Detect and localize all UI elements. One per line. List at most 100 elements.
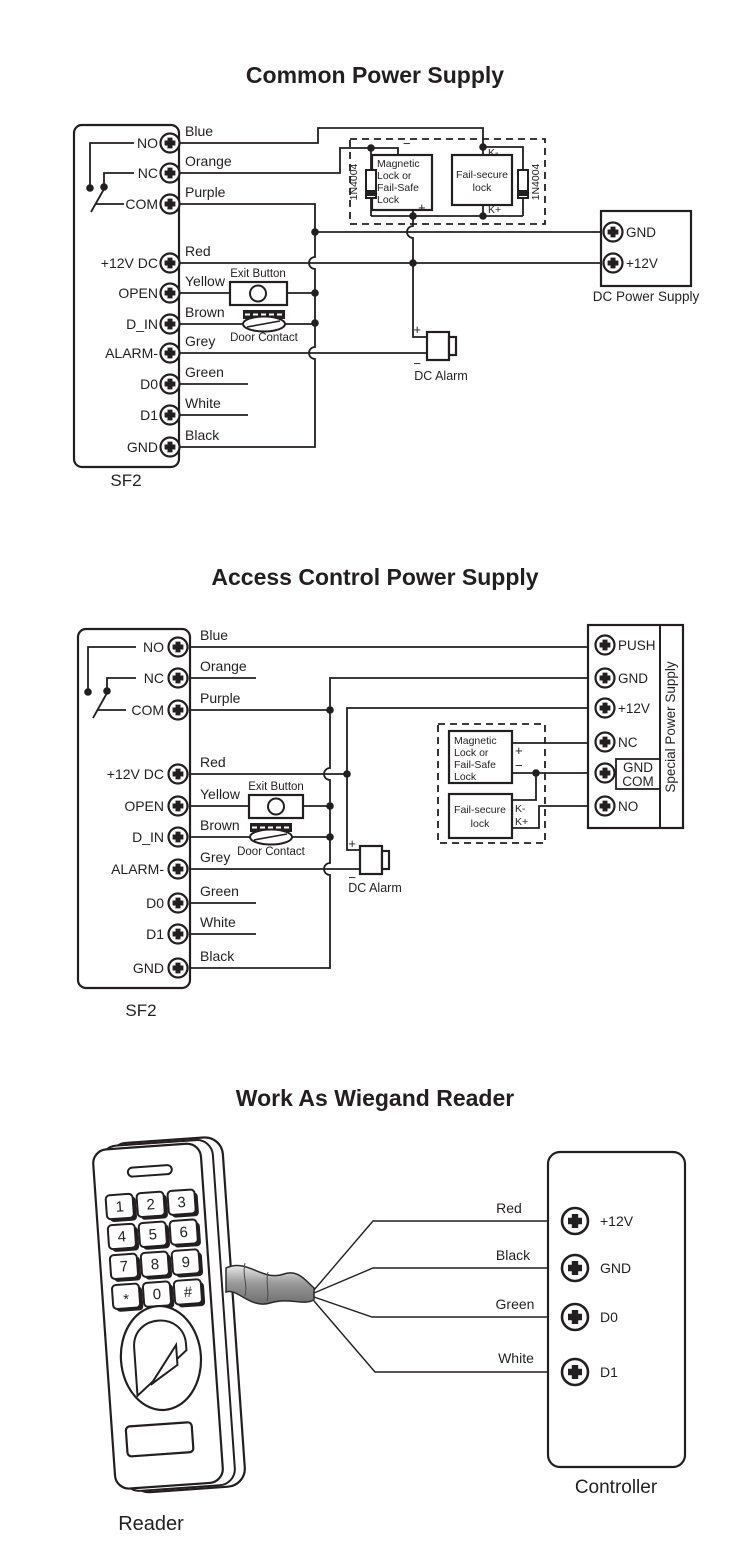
wire-label: Black	[496, 1247, 531, 1263]
key-9: 9	[170, 1248, 204, 1278]
key-2: 2	[135, 1190, 168, 1220]
dc-alarm-symbol: + − DC Alarm	[413, 322, 467, 383]
terminal-screw-icon	[562, 1304, 588, 1330]
wire-white	[313, 1300, 562, 1373]
dc-alarm-label: DC Alarm	[414, 369, 467, 383]
section1-title: Common Power Supply	[246, 62, 504, 88]
terminal-label: D0	[146, 895, 164, 911]
reader-device: 1 2 3 4 5 6 7 8 9 * 0 #	[92, 1136, 246, 1494]
wire-label: White	[498, 1350, 534, 1366]
reader-label: Reader	[118, 1513, 184, 1535]
wire-color-labels: Blue Orange Purple Red Yellow Brown Grey…	[200, 627, 247, 964]
special-power-supply: PUSH GND +12V NC GND COM NO Special Powe…	[586, 623, 685, 830]
fail-secure-text: Fail-secure	[454, 804, 506, 816]
wire-label: Black	[185, 427, 220, 443]
terminal-screw-icon	[562, 1208, 588, 1234]
terminal-screw-icon	[169, 765, 188, 784]
lock-enclosure: Magnetic Lock or Fail-Safe Lock Fail-sec…	[348, 136, 546, 225]
exit-button-label: Exit Button	[248, 781, 304, 793]
purple-to-gnd	[329, 677, 595, 710]
wire-orange	[180, 147, 371, 174]
terminal-screw-icon	[169, 797, 188, 816]
terminal-screw-icon	[604, 254, 623, 273]
terminal-label: NC	[138, 165, 158, 181]
terminal-screw-icon	[161, 375, 180, 394]
relay-symbol	[84, 646, 136, 719]
terminal-screw-icon	[161, 284, 180, 303]
wire-color-labels: Blue Orange Purple Red Yellow Brown Grey…	[185, 123, 232, 443]
k-minus-label: K-	[488, 147, 499, 159]
plus-rail	[406, 216, 427, 338]
key-6: 6	[168, 1218, 201, 1248]
door-contact-symbol: Door Contact	[237, 823, 306, 858]
k-plus-label: K+	[488, 204, 501, 216]
terminal-screw-icon	[169, 860, 188, 879]
gnd-com-label: GND	[623, 760, 653, 775]
wire-label: Blue	[185, 123, 213, 139]
key-label: 0	[152, 1286, 162, 1304]
key-label: 4	[117, 1228, 127, 1246]
wire-red	[313, 1220, 562, 1291]
magnetic-lock-text: Fail-Safe	[377, 182, 419, 194]
key-hash: #	[172, 1278, 206, 1308]
section-access-control-power-supply: Access Control Power Supply SF2 NO NC CO…	[76, 564, 685, 1020]
key-1: 1	[104, 1192, 138, 1222]
fingerprint-sensor	[119, 1304, 203, 1412]
gnd-com-box	[615, 758, 661, 790]
terminal-screw-icon	[596, 733, 615, 752]
wire-label: Green	[496, 1296, 535, 1312]
terminal-screw-icon	[596, 636, 615, 655]
magnetic-lock-text: Lock or	[377, 170, 412, 182]
psu-terminal-label: GND	[626, 225, 656, 240]
terminal-screw-icon	[596, 669, 615, 688]
wire-label: Green	[200, 883, 239, 899]
magnetic-lock-text: Lock or	[454, 747, 489, 759]
controller-label: Controller	[575, 1477, 658, 1498]
sf2-device-label: SF2	[110, 471, 141, 490]
section3-title: Work As Wiegand Reader	[236, 1085, 514, 1111]
alarm-minus-sign: −	[413, 356, 421, 371]
common-rail	[180, 232, 316, 448]
dc-alarm-symbol: + − DC Alarm	[348, 836, 401, 895]
k-minus-wire	[512, 773, 537, 801]
terminal-label: COM	[125, 196, 158, 212]
wire-label: Grey	[185, 333, 215, 349]
terminal-screw-icon	[161, 254, 180, 273]
terminal-label: ALARM-	[111, 861, 164, 877]
section3-wires: Red Black Green White	[313, 1200, 562, 1373]
key-label: 5	[148, 1226, 158, 1244]
fail-secure-lock-box	[447, 792, 514, 840]
wire-label: White	[185, 395, 221, 411]
terminal-label: OPEN	[124, 798, 164, 814]
wire-label: Red	[185, 243, 211, 259]
wire-label: Red	[200, 754, 226, 770]
terminal-screw-icon	[604, 223, 623, 242]
wire-blue	[180, 127, 484, 147]
lock-minus-sign: −	[515, 758, 523, 773]
terminal-label: ALARM-	[105, 345, 158, 361]
key-4: 4	[106, 1222, 140, 1252]
diode-label: 1N4004	[348, 163, 360, 200]
psu-terminal-label: PUSH	[618, 638, 656, 653]
lock-plus-sign: +	[515, 743, 523, 758]
psu-terminal-label: GND	[618, 671, 648, 686]
fail-secure-lock-box	[450, 153, 514, 207]
psu-terminal-label: NO	[618, 799, 638, 814]
terminal-label: +12V DC	[107, 766, 164, 782]
psu-terminal-label: +12V	[626, 256, 658, 271]
lock-enclosure: Magnetic Lock or Fail-Safe Lock Fail-sec…	[437, 723, 546, 844]
key-7: 7	[108, 1252, 142, 1282]
k-minus-label: K-	[515, 803, 526, 815]
controller: +12V GND D0 D1 Controller	[546, 1150, 687, 1498]
wire-label: Yellow	[200, 786, 241, 802]
alarm-minus-sign: −	[348, 870, 356, 885]
sf2-terminal-labels: NO NC COM +12V DC OPEN D_IN ALARM- D0 D1…	[101, 135, 159, 455]
wire-label: Brown	[185, 304, 225, 320]
terminal-label: D1	[140, 407, 158, 423]
wire-black	[313, 1267, 562, 1294]
terminal-screw-icon	[169, 669, 188, 688]
terminal-label: NO	[137, 135, 158, 151]
controller-terminal-label: D0	[600, 1309, 618, 1325]
relay-symbol	[86, 142, 134, 213]
